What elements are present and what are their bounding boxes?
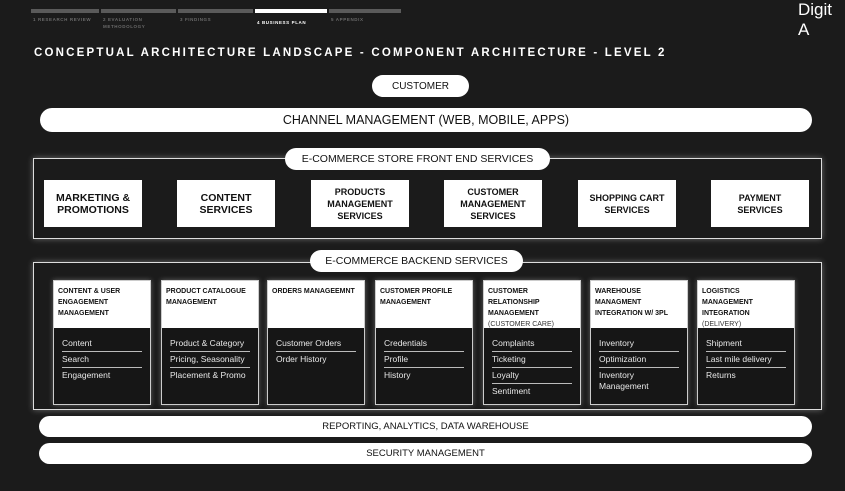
customer-pill: CUSTOMER bbox=[372, 75, 469, 97]
backend-service-title: WAREHOUSE MANAGMENT INTEGRATION W/ 3PL bbox=[595, 288, 668, 317]
backend-service-item: Profile bbox=[384, 352, 464, 368]
backend-service-item: Inventory Management bbox=[599, 370, 649, 391]
backend-service-header: LOGISTICS MANAGEMENT INTEGRATION (DELIVER… bbox=[698, 281, 794, 328]
frontend-service-card: PAYMENT SERVICES bbox=[711, 180, 809, 227]
backend-service-item: Sentiment bbox=[492, 386, 531, 396]
backend-service-subtitle: (DELIVERY) bbox=[702, 321, 742, 328]
backend-service-item: Pricing, Seasonality bbox=[170, 352, 250, 368]
security-bar: SECURITY MANAGEMENT bbox=[39, 443, 812, 464]
nav-step-bar[interactable] bbox=[255, 9, 327, 13]
frontend-service-card: CUSTOMER MANAGEMENT SERVICES bbox=[444, 180, 542, 227]
page-title: CONCEPTUAL ARCHITECTURE LANDSCAPE - COMP… bbox=[34, 47, 667, 59]
nav-step-bar[interactable] bbox=[101, 9, 176, 13]
backend-service-item: Placement & Promo bbox=[170, 370, 246, 380]
backend-service-card: CUSTOMER RELATIONSHIP MANAGEMENT (CUSTOME… bbox=[483, 280, 581, 405]
frontend-service-card: PRODUCTS MANAGEMENT SERVICES bbox=[311, 180, 409, 227]
logo: Digit A bbox=[798, 0, 833, 39]
nav-step-bar[interactable] bbox=[178, 9, 253, 13]
nav-step-label[interactable]: 5 APPENDIX bbox=[331, 17, 364, 22]
backend-service-header: CUSTOMER RELATIONSHIP MANAGEMENT (CUSTOME… bbox=[484, 281, 580, 328]
frontend-service-card: MARKETING & PROMOTIONS bbox=[44, 180, 142, 227]
backend-service-title: ORDERS MANAGEEMNT bbox=[272, 288, 355, 295]
backend-service-title: CUSTOMER RELATIONSHIP MANAGEMENT bbox=[488, 288, 540, 317]
backend-service-item: Content bbox=[62, 336, 142, 352]
backend-service-item: Customer Orders bbox=[276, 336, 356, 352]
backend-service-header: ORDERS MANAGEEMNT bbox=[268, 281, 364, 328]
backend-service-card: PRODUCT CATALOGUE MANAGEMENT Product & Ca… bbox=[161, 280, 259, 405]
backend-service-item: Engagement bbox=[62, 370, 111, 380]
nav-step-label[interactable]: 2 EVALUATION METHODOLOGY bbox=[103, 17, 146, 29]
nav-step-label[interactable]: 3 FINDINGS bbox=[180, 17, 212, 22]
frontend-services-label: E-COMMERCE STORE FRONT END SERVICES bbox=[285, 148, 550, 170]
backend-service-header: CONTENT & USER ENGAGEMENT MANAGEMENT bbox=[54, 281, 150, 328]
frontend-services-box bbox=[33, 158, 822, 239]
backend-service-item: Credentials bbox=[384, 336, 464, 352]
backend-service-header: CUSTOMER PROFILE MANAGEMENT bbox=[376, 281, 472, 328]
backend-service-card: CONTENT & USER ENGAGEMENT MANAGEMENT Cont… bbox=[53, 280, 151, 405]
backend-service-item: Order History bbox=[276, 354, 327, 364]
backend-service-item: Product & Category bbox=[170, 336, 250, 352]
backend-service-item: Loyalty bbox=[492, 368, 572, 384]
backend-service-item: Search bbox=[62, 352, 142, 368]
backend-service-header: WAREHOUSE MANAGMENT INTEGRATION W/ 3PL bbox=[591, 281, 687, 328]
backend-service-item: Returns bbox=[706, 370, 736, 380]
backend-service-title: CONTENT & USER ENGAGEMENT MANAGEMENT bbox=[58, 288, 121, 317]
backend-service-subtitle: (CUSTOMER CARE) bbox=[488, 321, 554, 328]
backend-service-card: LOGISTICS MANAGEMENT INTEGRATION (DELIVER… bbox=[697, 280, 795, 405]
backend-service-item: Optimization bbox=[599, 352, 679, 368]
reporting-bar: REPORTING, ANALYTICS, DATA WAREHOUSE bbox=[39, 416, 812, 437]
backend-service-item: Last mile delivery bbox=[706, 352, 786, 368]
backend-service-item: Inventory bbox=[599, 336, 679, 352]
frontend-service-card: SHOPPING CART SERVICES bbox=[578, 180, 676, 227]
backend-service-item: Shipment bbox=[706, 336, 786, 352]
backend-service-header: PRODUCT CATALOGUE MANAGEMENT bbox=[162, 281, 258, 328]
nav-step-label[interactable]: 4 BUSINESS PLAN bbox=[257, 20, 307, 25]
backend-service-item: Complaints bbox=[492, 336, 572, 352]
frontend-service-card: CONTENT SERVICES bbox=[177, 180, 275, 227]
nav-step-bar[interactable] bbox=[329, 9, 401, 13]
backend-service-item: History bbox=[384, 370, 411, 380]
nav-step-label[interactable]: 1 RESEARCH REVIEW bbox=[33, 17, 92, 22]
backend-service-item: Ticketing bbox=[492, 352, 572, 368]
nav-step-bar[interactable] bbox=[31, 9, 99, 13]
backend-service-title: LOGISTICS MANAGEMENT INTEGRATION bbox=[702, 288, 753, 317]
channel-management-bar: CHANNEL MANAGEMENT (WEB, MOBILE, APPS) bbox=[40, 108, 812, 132]
backend-service-title: CUSTOMER PROFILE MANAGEMENT bbox=[380, 288, 453, 306]
backend-services-label: E-COMMERCE BACKEND SERVICES bbox=[310, 250, 523, 272]
backend-service-title: PRODUCT CATALOGUE MANAGEMENT bbox=[166, 288, 246, 306]
backend-service-card: WAREHOUSE MANAGMENT INTEGRATION W/ 3PL In… bbox=[590, 280, 688, 405]
